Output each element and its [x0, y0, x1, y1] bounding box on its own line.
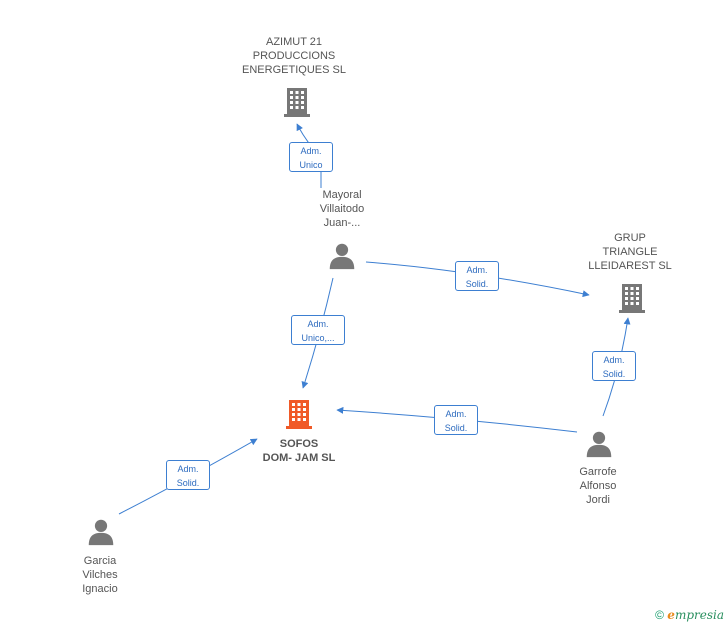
person-icon[interactable] [586, 431, 612, 458]
building-icon[interactable] [286, 400, 312, 429]
brand-logo: empresia [667, 608, 724, 622]
edge-label-mayoral-grup[interactable]: Adm. Solid. [455, 261, 499, 291]
person-icon[interactable] [329, 243, 355, 270]
edge-label-garrofe-sofos[interactable]: Adm. Solid. [434, 405, 478, 435]
node-label-azimut[interactable]: AZIMUT 21 PRODUCCIONS ENERGETIQUES SL [242, 36, 346, 76]
footer-brand: © empresia [655, 608, 724, 622]
node-label-grup[interactable]: GRUP TRIANGLE LLEIDAREST SL [588, 232, 672, 272]
edge-label-mayoral-azimut[interactable]: Adm. Unico [289, 142, 333, 172]
building-icon[interactable] [284, 88, 310, 117]
edge-label-garrofe-grup[interactable]: Adm. Solid. [592, 351, 636, 381]
node-label-garcia[interactable]: Garcia Vilches Ignacio [82, 555, 118, 595]
person-icon[interactable] [88, 519, 114, 546]
node-label-mayoral[interactable]: Mayoral Villaitodo Juan-... [319, 189, 365, 229]
building-icon[interactable] [619, 284, 645, 313]
node-label-garrofe[interactable]: Garrofe Alfonso Jordi [579, 466, 617, 506]
node-label-sofos[interactable]: SOFOS DOM- JAM SL [262, 438, 336, 464]
copyright-icon: © [655, 608, 664, 622]
edge-label-mayoral-sofos[interactable]: Adm. Unico,... [291, 315, 345, 345]
edge-label-garcia-sofos[interactable]: Adm. Solid. [166, 460, 210, 490]
